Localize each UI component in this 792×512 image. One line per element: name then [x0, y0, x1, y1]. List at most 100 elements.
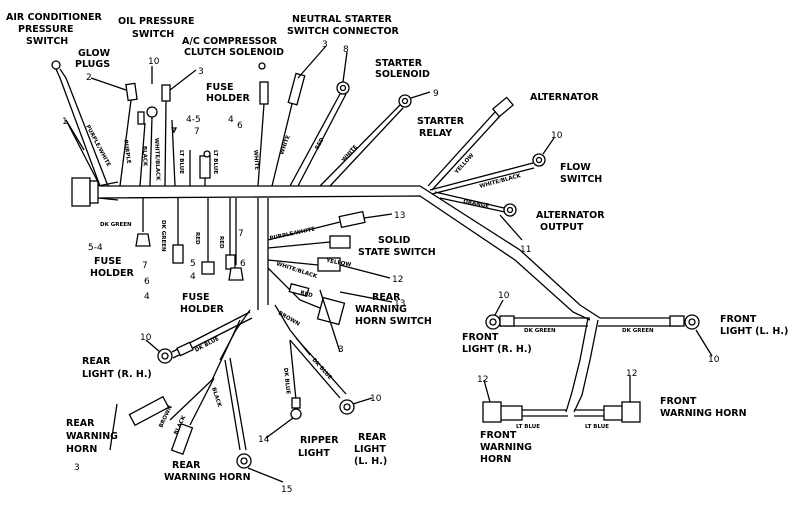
callout-number: 6: [240, 259, 246, 269]
ripper-light-label: RIPPER LIGHT: [298, 435, 342, 459]
rear-warning-horn-switch-label: REAR WARNING HORN SWITCH: [355, 292, 432, 327]
callout-number: 7: [194, 127, 200, 137]
callout-number: 6: [237, 121, 243, 131]
oil-pressure-switch-connector: [137, 106, 158, 187]
rear-light-rh-connector: [157, 311, 253, 364]
lower-fuse-holders: [135, 198, 244, 281]
callout-number: 6: [144, 277, 150, 287]
callout-number: 10: [370, 394, 382, 404]
wire-label: LT BLUE: [212, 150, 218, 174]
wire-label: BLACK: [141, 146, 148, 167]
wire-label: DK GREEN: [100, 222, 132, 228]
wire-label: LT BLUE: [178, 150, 184, 174]
ac-pressure-switch-connector: [51, 60, 109, 187]
wire-label: DK GREEN: [524, 328, 556, 334]
ripper-light-connector: [289, 339, 302, 420]
wire-label: WHITE: [252, 150, 259, 171]
alternator-output-connector: [434, 191, 517, 217]
front-light-rh-label: FRONT LIGHT (R. H.): [462, 332, 532, 355]
callout-number: 3: [322, 40, 328, 50]
starter-solenoid-connector: [289, 81, 350, 187]
rear-light-rh-label: REAR LIGHT (R. H.): [82, 356, 152, 380]
solid-state-switch-label: SOLID STATE SWITCH: [358, 235, 436, 258]
wire-label: DK GREEN: [160, 220, 166, 252]
oil-pressure-switch-label: OIL PRESSURE SWITCH: [118, 16, 198, 40]
callout-number: 12: [392, 275, 403, 285]
callout-number: 9: [433, 89, 439, 99]
front-warning-horn-right-label: FRONT WARNING HORN: [660, 396, 747, 419]
callout-number: 3: [198, 67, 204, 77]
wire-label: BROWN: [277, 311, 301, 328]
callout-number: 4: [144, 292, 150, 302]
rear-warning-horn-bottom-label: REAR WARNING HORN: [164, 460, 251, 483]
glow-plugs-label: GLOW PLUGS: [75, 48, 113, 70]
wire-label: DK BLUE: [282, 368, 291, 395]
starter-solenoid-label: STARTER SOLENOID: [375, 58, 430, 80]
alternator-output-label: ALTERNATOR OUTPUT: [536, 210, 608, 233]
ac-pressure-switch-label: AIR CONDITIONER PRESSURE SWITCH: [6, 12, 105, 47]
callout-number: 10: [708, 355, 720, 365]
glow-plugs-connector: [119, 82, 138, 187]
callout-number: 10: [148, 57, 160, 67]
alternator-label: ALTERNATOR: [530, 92, 599, 103]
wire-label: WHITE/BLACK: [153, 138, 161, 181]
callout-number: 12: [477, 375, 488, 385]
callout-number: 12: [626, 369, 637, 379]
rear-light-lh-connector: [289, 337, 355, 415]
callout-number: 8: [343, 45, 349, 55]
callout-number: 3: [74, 463, 80, 473]
front-light-lh-connector: [598, 314, 700, 330]
wire-label: YELLOW: [325, 258, 352, 268]
front-warning-horn-right: [574, 401, 641, 423]
ac-compressor-label: A/C COMPRESSOR CLUTCH SOLENOID: [182, 36, 284, 58]
fuse-holder-left-label: FUSE HOLDER: [90, 256, 134, 279]
neutral-starter-label: NEUTRAL STARTER SWITCH CONNECTOR: [287, 14, 400, 37]
alternator-connector: [427, 96, 515, 191]
front-light-lh-label: FRONT LIGHT (L. H.): [720, 314, 788, 337]
callout-number: 5-4: [88, 243, 103, 253]
flow-switch-connector: [429, 153, 546, 195]
callout-number: 10: [140, 333, 152, 343]
wire-label: DK GREEN: [622, 328, 654, 334]
rear-light-lh-label: REAR LIGHT (L. H.): [354, 432, 390, 467]
fuse-holder-bottom-label: FUSE HOLDER: [180, 292, 224, 315]
callout-number: 4-5: [186, 115, 201, 125]
callout-number: 14: [258, 435, 270, 445]
fuse-holder-top: [189, 150, 211, 186]
front-warning-horn-left-label: FRONT WARNING HORN: [480, 430, 535, 465]
wire-label: WHITE: [341, 144, 359, 163]
callout-number: 2: [86, 73, 92, 83]
starter-solenoid-terminal: [319, 94, 412, 187]
flow-switch-label: FLOW SWITCH: [560, 162, 602, 185]
callout-numbers: 1 2 10 3 4-5 4 7 6 3 8 9 10 11 5-4 7 6 4…: [62, 40, 720, 495]
callout-number: 13: [394, 211, 405, 221]
main-connector-block: [65, 119, 119, 207]
rear-warning-horn-left-label: REAR WARNING HORN: [66, 418, 121, 455]
wire-label: RED: [299, 290, 313, 299]
wire-label: YELLOW: [453, 153, 475, 177]
callout-number: 7: [142, 261, 148, 271]
callout-number: 10: [551, 131, 563, 141]
ac-compressor-connector: [161, 84, 178, 187]
neutral-starter-connector: [257, 62, 306, 187]
callout-number: 10: [498, 291, 510, 301]
main-harness: [99, 185, 601, 413]
callout-number: 15: [281, 485, 292, 495]
wire-label: BLACK: [210, 387, 222, 409]
callout-number: 7: [238, 229, 244, 239]
starter-relay-label: STARTER RELAY: [417, 116, 467, 139]
wire-label: PURPLE/WHITE: [269, 226, 316, 242]
wire-label: RED: [314, 137, 325, 151]
callout-number: 13: [394, 299, 405, 309]
fuse-holder-top-label: FUSE HOLDER: [206, 82, 250, 104]
wire-label: RED: [218, 236, 224, 249]
component-labels: AIR CONDITIONER PRESSURE SWITCH GLOW PLU…: [6, 12, 788, 483]
callout-number: 5: [190, 259, 196, 269]
front-warning-horn-left: [482, 401, 568, 423]
rear-warning-horn-bottom: [224, 357, 252, 469]
callout-number: 11: [520, 245, 531, 255]
wire-label: ORANGE: [463, 199, 490, 209]
rear-warning-horn-left: [128, 319, 241, 456]
